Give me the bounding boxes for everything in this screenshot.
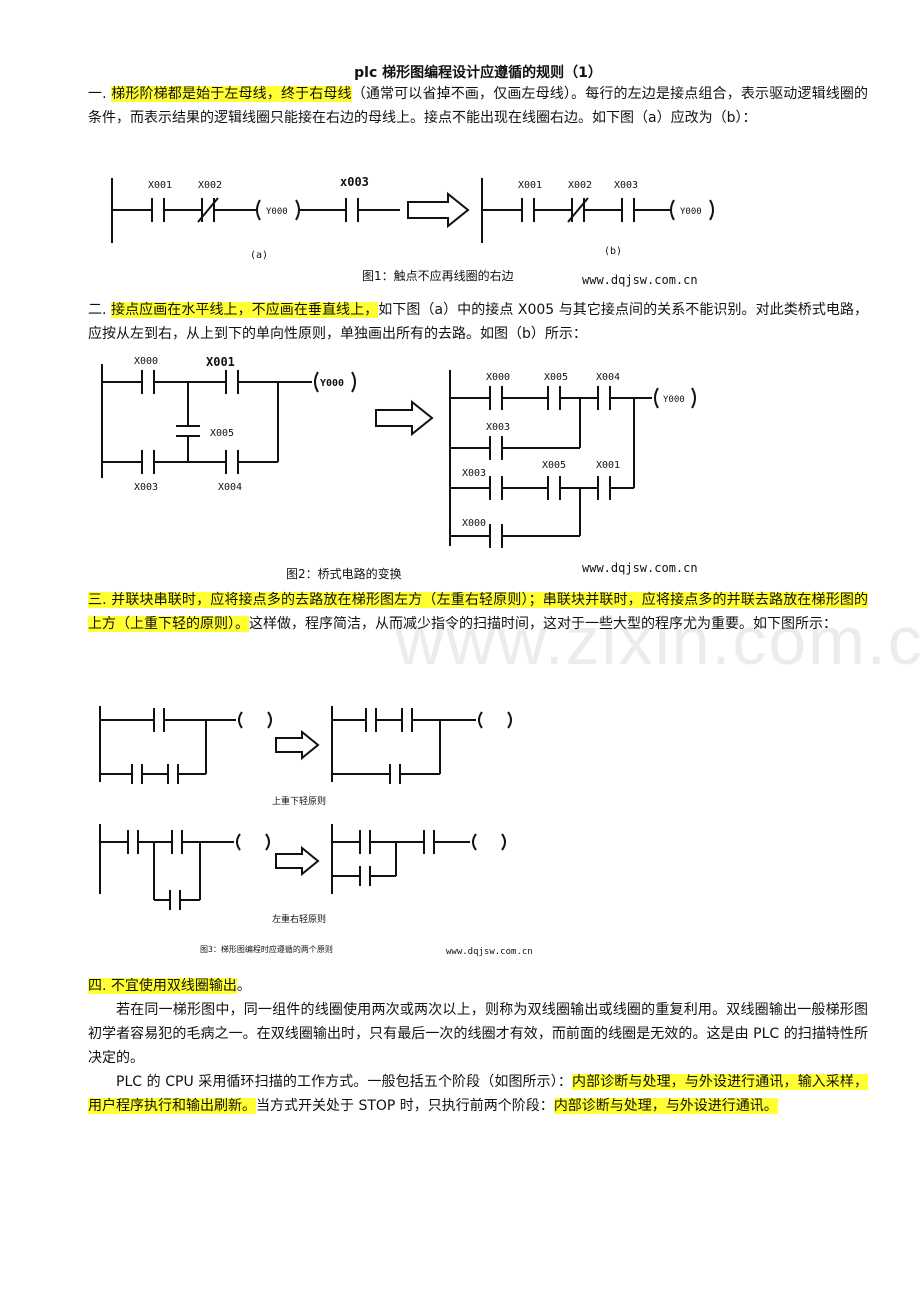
- figure-1: X001 X002 Y000 x003 X001 X002 X003 Y000 …: [90, 158, 720, 290]
- section-1-number: 一.: [88, 86, 112, 102]
- fig2-b-label-1: X000: [486, 372, 510, 383]
- fig2-a-label-1: X000: [134, 356, 158, 367]
- fig1-sub-b: (b): [604, 246, 622, 257]
- section-4-paragraph-1: 若在同一梯形图中，同一组件的线圈使用两次或两次以上，则称为双线圈输出或线圈的重复…: [88, 1002, 868, 1066]
- section-4-heading: 四. 不宜使用双线圈输出。: [88, 974, 868, 998]
- fig2-b-label-5: X003: [462, 468, 486, 479]
- fig3-site: www.dqjsw.com.cn: [446, 947, 533, 957]
- figure-3: 上重下轻原则 左重右轻原则 图3：梯形图编程时应遵循的两个原则 www.dqjs…: [90, 690, 548, 962]
- fig1-a-label-1: X001: [148, 180, 172, 191]
- section-4-p2-text-a: PLC 的 CPU 采用循环扫描的工作方式。一般包括五个阶段（如图所示）：: [116, 1074, 572, 1090]
- fig3-label-bottom: 左重右轻原则: [272, 913, 326, 925]
- section-2-highlight: 接点应画在水平线上，不应画在垂直线上，: [111, 302, 379, 318]
- section-4-end: 。: [236, 978, 251, 994]
- fig3-caption: 图3：梯形图编程时应遵循的两个原则: [200, 944, 333, 954]
- section-4-p2-highlight-2: 内部诊断与处理，与外设进行通讯。: [553, 1098, 778, 1114]
- fig2-b-label-2: X005: [544, 372, 568, 383]
- section-4-p2-text-b: 当方式开关处于 STOP 时，只执行前两个阶段：: [256, 1098, 554, 1114]
- fig2-caption: 图2：桥式电路的变换: [286, 566, 402, 581]
- fig1-b-label-1: X001: [518, 180, 542, 191]
- watermark: www.zixin.com.cn: [395, 603, 920, 679]
- section-1-paragraph: 一. 梯形阶梯都是始于左母线，终于右母线（通常可以省掉不画，仅画左母线）。每行的…: [88, 82, 868, 130]
- section-3-text: 这样做，程序简洁，从而减少指令的扫描时间，这对于一些大型的程序尤为重要。如下图所…: [249, 616, 837, 632]
- figure-3-diagram: 上重下轻原则 左重右轻原则 图3：梯形图编程时应遵循的两个原则 www.dqjs…: [99, 706, 533, 957]
- fig2-b-label-4: X003: [486, 422, 510, 433]
- fig1-a-label-2: X002: [198, 180, 222, 191]
- fig1-site: www.dqjsw.com.cn: [582, 273, 698, 287]
- fig1-b-coil: Y000: [680, 207, 702, 217]
- fig2-a-label-5: X004: [218, 482, 242, 493]
- fig2-a-label-3: X005: [210, 428, 234, 439]
- section-1-text: （通常可以省掉不画，仅画左母线）。每行的左边是接点组合，表示驱动逻辑线圈的条件，…: [88, 86, 869, 126]
- fig1-b-label-2: X002: [568, 180, 592, 191]
- fig2-a-label-2: X001: [206, 355, 235, 369]
- section-2-paragraph: 二. 接点应画在水平线上，不应画在垂直线上，如下图（a）中的接点 X005 与其…: [88, 298, 868, 346]
- fig1-b-label-3: X003: [614, 180, 638, 191]
- section-1-highlight: 梯形阶梯都是始于左母线，终于右母线: [111, 86, 352, 102]
- fig2-site: www.dqjsw.com.cn: [582, 561, 698, 575]
- figure-1-diagram: X001 X002 Y000 x003 X001 X002 X003 Y000 …: [111, 175, 714, 287]
- fig1-caption: 图1：触点不应再线圈的右边: [362, 268, 514, 283]
- section-4-paragraph-2: PLC 的 CPU 采用循环扫描的工作方式。一般包括五个阶段（如图所示）： 内部诊…: [88, 1070, 868, 1118]
- figure-2-diagram: X000 X001 Y000 X005 X003 X004 X000 X005 …: [101, 355, 698, 581]
- figure-2: X000 X001 Y000 X005 X003 X004 X000 X005 …: [90, 350, 720, 586]
- section-3-paragraph: 三. 并联块串联时，应将接点多的去路放在梯形图左方（左重右轻原则）；串联块并联时…: [88, 588, 868, 636]
- fig1-a-label-3: x003: [340, 175, 369, 189]
- fig2-b-label-8: X000: [462, 518, 486, 529]
- fig2-b-coil: Y000: [663, 395, 685, 405]
- fig2-b-label-7: X001: [596, 460, 620, 471]
- section-2-number: 二.: [88, 302, 112, 318]
- fig2-b-label-3: X004: [596, 372, 620, 383]
- section-2-text: 如下图（a）中的接点 X005 与其它接点间的关系不能识别。对此类桥式电路，应按…: [88, 302, 869, 342]
- section-4-highlight: 四. 不宜使用双线圈输出: [88, 978, 237, 994]
- fig3-label-top: 上重下轻原则: [272, 795, 326, 807]
- fig2-a-label-4: X003: [134, 482, 158, 493]
- fig2-b-label-6: X005: [542, 460, 566, 471]
- fig1-sub-a: (a): [250, 250, 268, 261]
- fig1-a-coil: Y000: [266, 207, 288, 217]
- page-title: plc 梯形图编程设计应遵循的规则（1）: [354, 65, 602, 81]
- fig2-a-coil: Y000: [320, 378, 344, 389]
